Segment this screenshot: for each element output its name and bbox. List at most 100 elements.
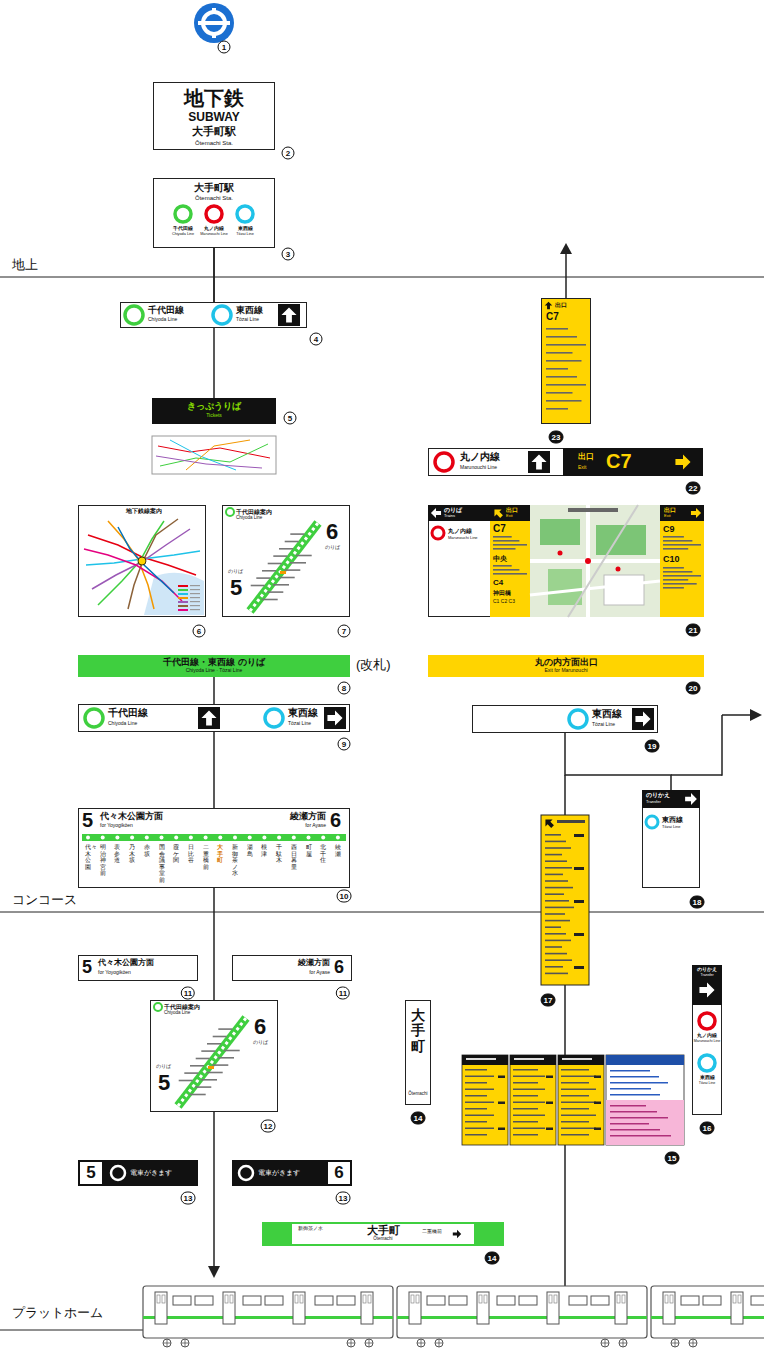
graphic-part [574, 933, 584, 936]
graphic-part [490, 505, 530, 617]
graphic-part [514, 1058, 544, 1060]
sign-text: のりば [325, 545, 340, 550]
graphic-part [101, 836, 105, 840]
sign-text: 5 [82, 958, 92, 976]
graphic-part [493, 548, 516, 550]
sign-text: のりば [253, 1040, 268, 1045]
graphic-part [465, 1102, 494, 1104]
graphic-part [213, 248, 215, 302]
graphic-part [531, 454, 546, 469]
line-mark: 丸ノ内線Marunouchi Line [199, 205, 229, 245]
floor-label: コンコース [12, 893, 77, 906]
sign-text: for Yoyogikōen [98, 970, 131, 975]
sign-text: 日比谷 [188, 844, 194, 864]
graphic-part [431, 508, 441, 518]
graphic-part [237, 206, 253, 222]
connector-line [213, 248, 215, 302]
graphic-part [465, 1069, 487, 1071]
sign-text: Exit [506, 514, 513, 518]
graphic-part [699, 1055, 715, 1071]
graphic-part [178, 585, 188, 587]
sign-text: Tickets [206, 413, 222, 418]
sign-text: Trains [444, 514, 455, 518]
graphic-part [273, 584, 289, 586]
graphic-part [546, 1102, 553, 1105]
graphic-part [115, 836, 119, 840]
graphic-part [490, 505, 530, 521]
graphic-part [196, 1058, 210, 1060]
graphic-part [278, 304, 300, 326]
callout-number: 4 [310, 333, 323, 346]
graphic-part [248, 836, 252, 840]
graphic-part [561, 1082, 589, 1084]
graphic-part [513, 1108, 538, 1110]
sign-graphic [230, 205, 260, 245]
graphic-part [213, 306, 231, 324]
sign-text: Tōzai Line [288, 721, 311, 726]
sign-text: 大手町駅 [192, 126, 236, 137]
graphic-part [324, 707, 346, 729]
sign-text: Ōtemachi Sta. [195, 195, 233, 201]
graphic-part [558, 551, 563, 556]
graphic-part [564, 985, 566, 1055]
graphic-part [321, 836, 325, 840]
graphic-part [462, 1055, 508, 1065]
graphic-part [267, 591, 283, 593]
graphic-part [606, 1055, 684, 1065]
graphic-part [449, 1296, 467, 1305]
graphic-part [0, 277, 764, 278]
sign-text: 明治神宮前 [100, 844, 106, 877]
sign-text: 出口 [506, 507, 518, 513]
callout-number: 20 [686, 682, 701, 695]
graphic-part [545, 887, 573, 889]
sign-text: Chiyoda Line · Tōzai Line [186, 668, 243, 673]
graphic-part [493, 573, 527, 575]
graphic-part [201, 710, 216, 725]
graphic-part [545, 933, 566, 935]
graphic-part [262, 836, 266, 840]
graphic-part [189, 836, 193, 840]
sign-text: Tōzai Line [592, 722, 615, 727]
sign-text: きっぷうりば [187, 402, 241, 411]
graphic-part [347, 1339, 355, 1347]
graphic-part [545, 854, 562, 856]
graphic-part [699, 1013, 715, 1029]
graphic-part [574, 966, 584, 969]
train-indicator: 電車がきます6 [232, 1160, 352, 1186]
sign-text: 新御茶ノ水 [232, 844, 238, 877]
graphic-part [207, 1072, 223, 1074]
graphic-part [528, 451, 550, 473]
graphic-part [198, 21, 230, 25]
graphic-part [284, 569, 300, 571]
graphic-part [160, 836, 164, 840]
sign-text: Ōtemachi Sta. [195, 140, 233, 146]
sign-text: 千代田線・東西線 のりば [163, 658, 265, 667]
graphic-part [292, 836, 296, 840]
direction-sign: 丸ノ内線Marunouchi Line出口ExitC7 [428, 448, 703, 476]
graphic-part [663, 544, 701, 546]
graphic-part [665, 1295, 668, 1303]
graphic-part [561, 1102, 596, 1104]
graphic-part [616, 567, 621, 572]
graphic-part [738, 1295, 741, 1303]
sign-text: のりかえ [646, 792, 670, 798]
sign-text: 中央 [493, 555, 507, 562]
graphic-part [465, 1095, 487, 1097]
graphic-part [642, 790, 700, 808]
sign-graphic [168, 205, 198, 245]
graphic-part [671, 774, 722, 776]
graphic-part [190, 605, 200, 606]
graphic-part [546, 376, 577, 378]
graphic-part [722, 714, 752, 716]
graphic-part [660, 505, 704, 521]
sign-text: Marunouchi Line [694, 1040, 721, 1044]
graphic-part [586, 505, 590, 617]
graphic-part [157, 1295, 160, 1303]
sign-text: 千代田線 [148, 306, 184, 315]
graphic-part [178, 601, 188, 603]
graphic-part [212, 1064, 228, 1066]
graphic-part [594, 1128, 601, 1131]
line-mark: 東西線Tōzai Line [230, 205, 260, 245]
